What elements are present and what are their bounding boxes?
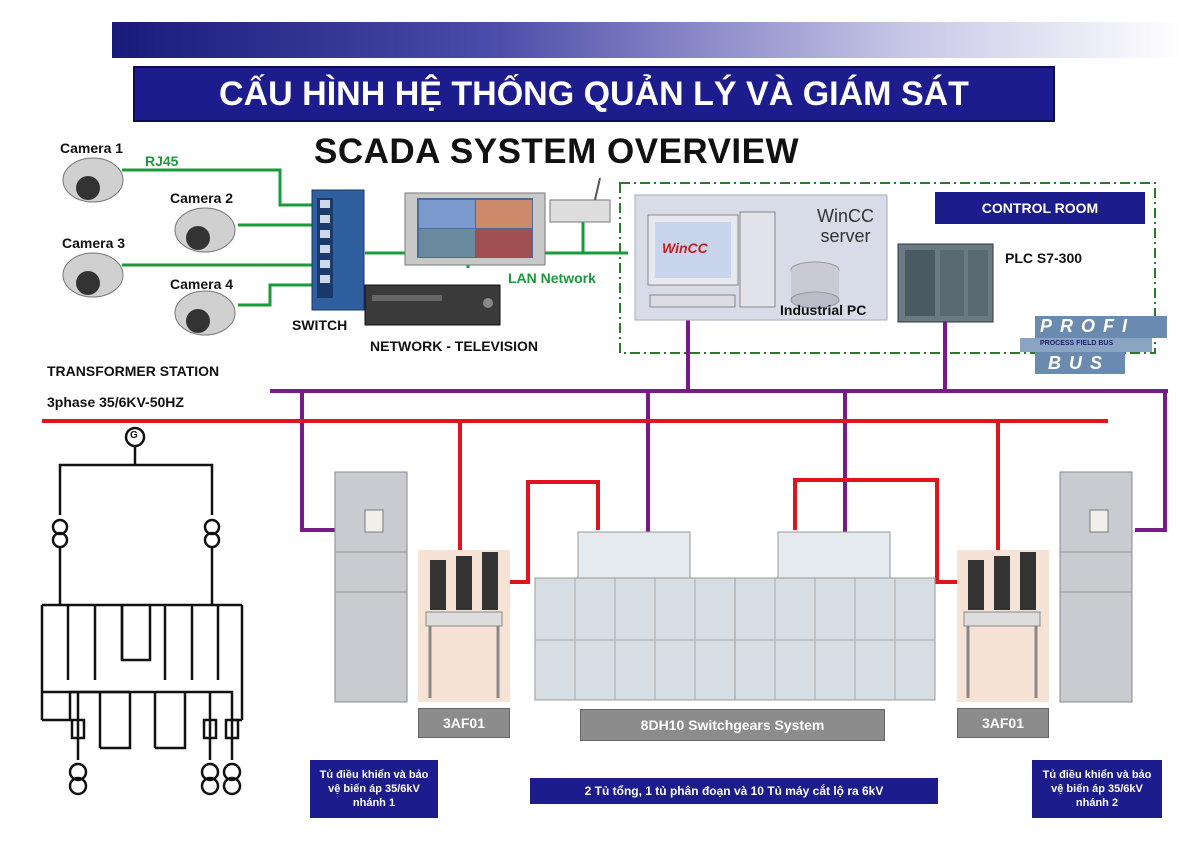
profibus-bottom-text: BUS [1048, 353, 1111, 373]
transformer-station-label: TRANSFORMER STATION [47, 363, 220, 379]
camera-1-icon [62, 157, 124, 203]
single-line-diagram [40, 426, 244, 796]
wincc-logo-text: WinCC [662, 240, 708, 256]
dvr-recorder-icon [364, 284, 501, 326]
control-room-border [619, 182, 1156, 354]
breaker-right-label: 3AF01 [957, 708, 1049, 738]
header-gradient-bar [112, 22, 1182, 58]
camera-3-icon [62, 252, 124, 298]
camera-2-icon [174, 207, 236, 253]
camera-3-label: Camera 3 [62, 235, 126, 251]
plc-s7-300-icon [897, 243, 994, 323]
camera-4-label: Camera 4 [170, 276, 234, 292]
switchgear-8dh10-left-icon [534, 531, 736, 701]
television-monitor-icon [404, 192, 546, 266]
control-cabinet-1-icon [334, 471, 408, 703]
network-switch-icon [311, 189, 365, 311]
wincc-workstation-icon [634, 194, 888, 321]
camera-4-icon [174, 290, 236, 336]
diagram-subtitle: SCADA SYSTEM OVERVIEW [314, 132, 800, 171]
network-television-label: NETWORK - TELEVISION [370, 338, 538, 354]
camera-2-label: Camera 2 [170, 190, 234, 206]
caption-switchgear: 2 Tủ tổng, 1 tủ phân đoạn và 10 Tủ máy c… [530, 778, 938, 804]
plc-label: PLC S7-300 [1005, 250, 1083, 266]
caption-cabinet-1: Tủ điều khiển và bảo vệ biến áp 35/6kV n… [310, 760, 438, 818]
rj45-label: RJ45 [145, 153, 179, 169]
switchgear-label: 8DH10 Switchgears System [580, 709, 885, 741]
profibus-top-text: PROFI [1040, 316, 1136, 336]
router-icon [549, 177, 611, 223]
switchgear-8dh10-right-icon [734, 531, 936, 701]
camera-1-label: Camera 1 [60, 140, 124, 156]
generator-label: G [130, 430, 138, 441]
switch-label: SWITCH [292, 317, 348, 333]
industrial-pc-label: Industrial PC [780, 302, 867, 318]
breaker-left-label: 3AF01 [418, 708, 510, 738]
control-cabinet-2-icon [1059, 471, 1133, 703]
profibus-logo [1020, 316, 1167, 374]
station-spec-label: 3phase 35/6KV-50HZ [47, 394, 184, 410]
wincc-server-label: WinCC server [817, 206, 874, 246]
control-room-label: CONTROL ROOM [935, 192, 1145, 224]
caption-cabinet-2: Tủ điều khiển và bảo vệ biến áp 35/6kV n… [1032, 760, 1162, 818]
profibus-lines [270, 320, 1168, 540]
lan-network-label: LAN Network [508, 270, 596, 286]
power-lines [42, 419, 1108, 584]
circuit-breaker-3af01-left-icon [418, 550, 510, 702]
page-title: CẤU HÌNH HỆ THỐNG QUẢN LÝ VÀ GIÁM SÁT [133, 66, 1055, 122]
profibus-mid-text: PROCESS FIELD BUS [1040, 340, 1114, 347]
circuit-breaker-3af01-right-icon [957, 550, 1049, 702]
